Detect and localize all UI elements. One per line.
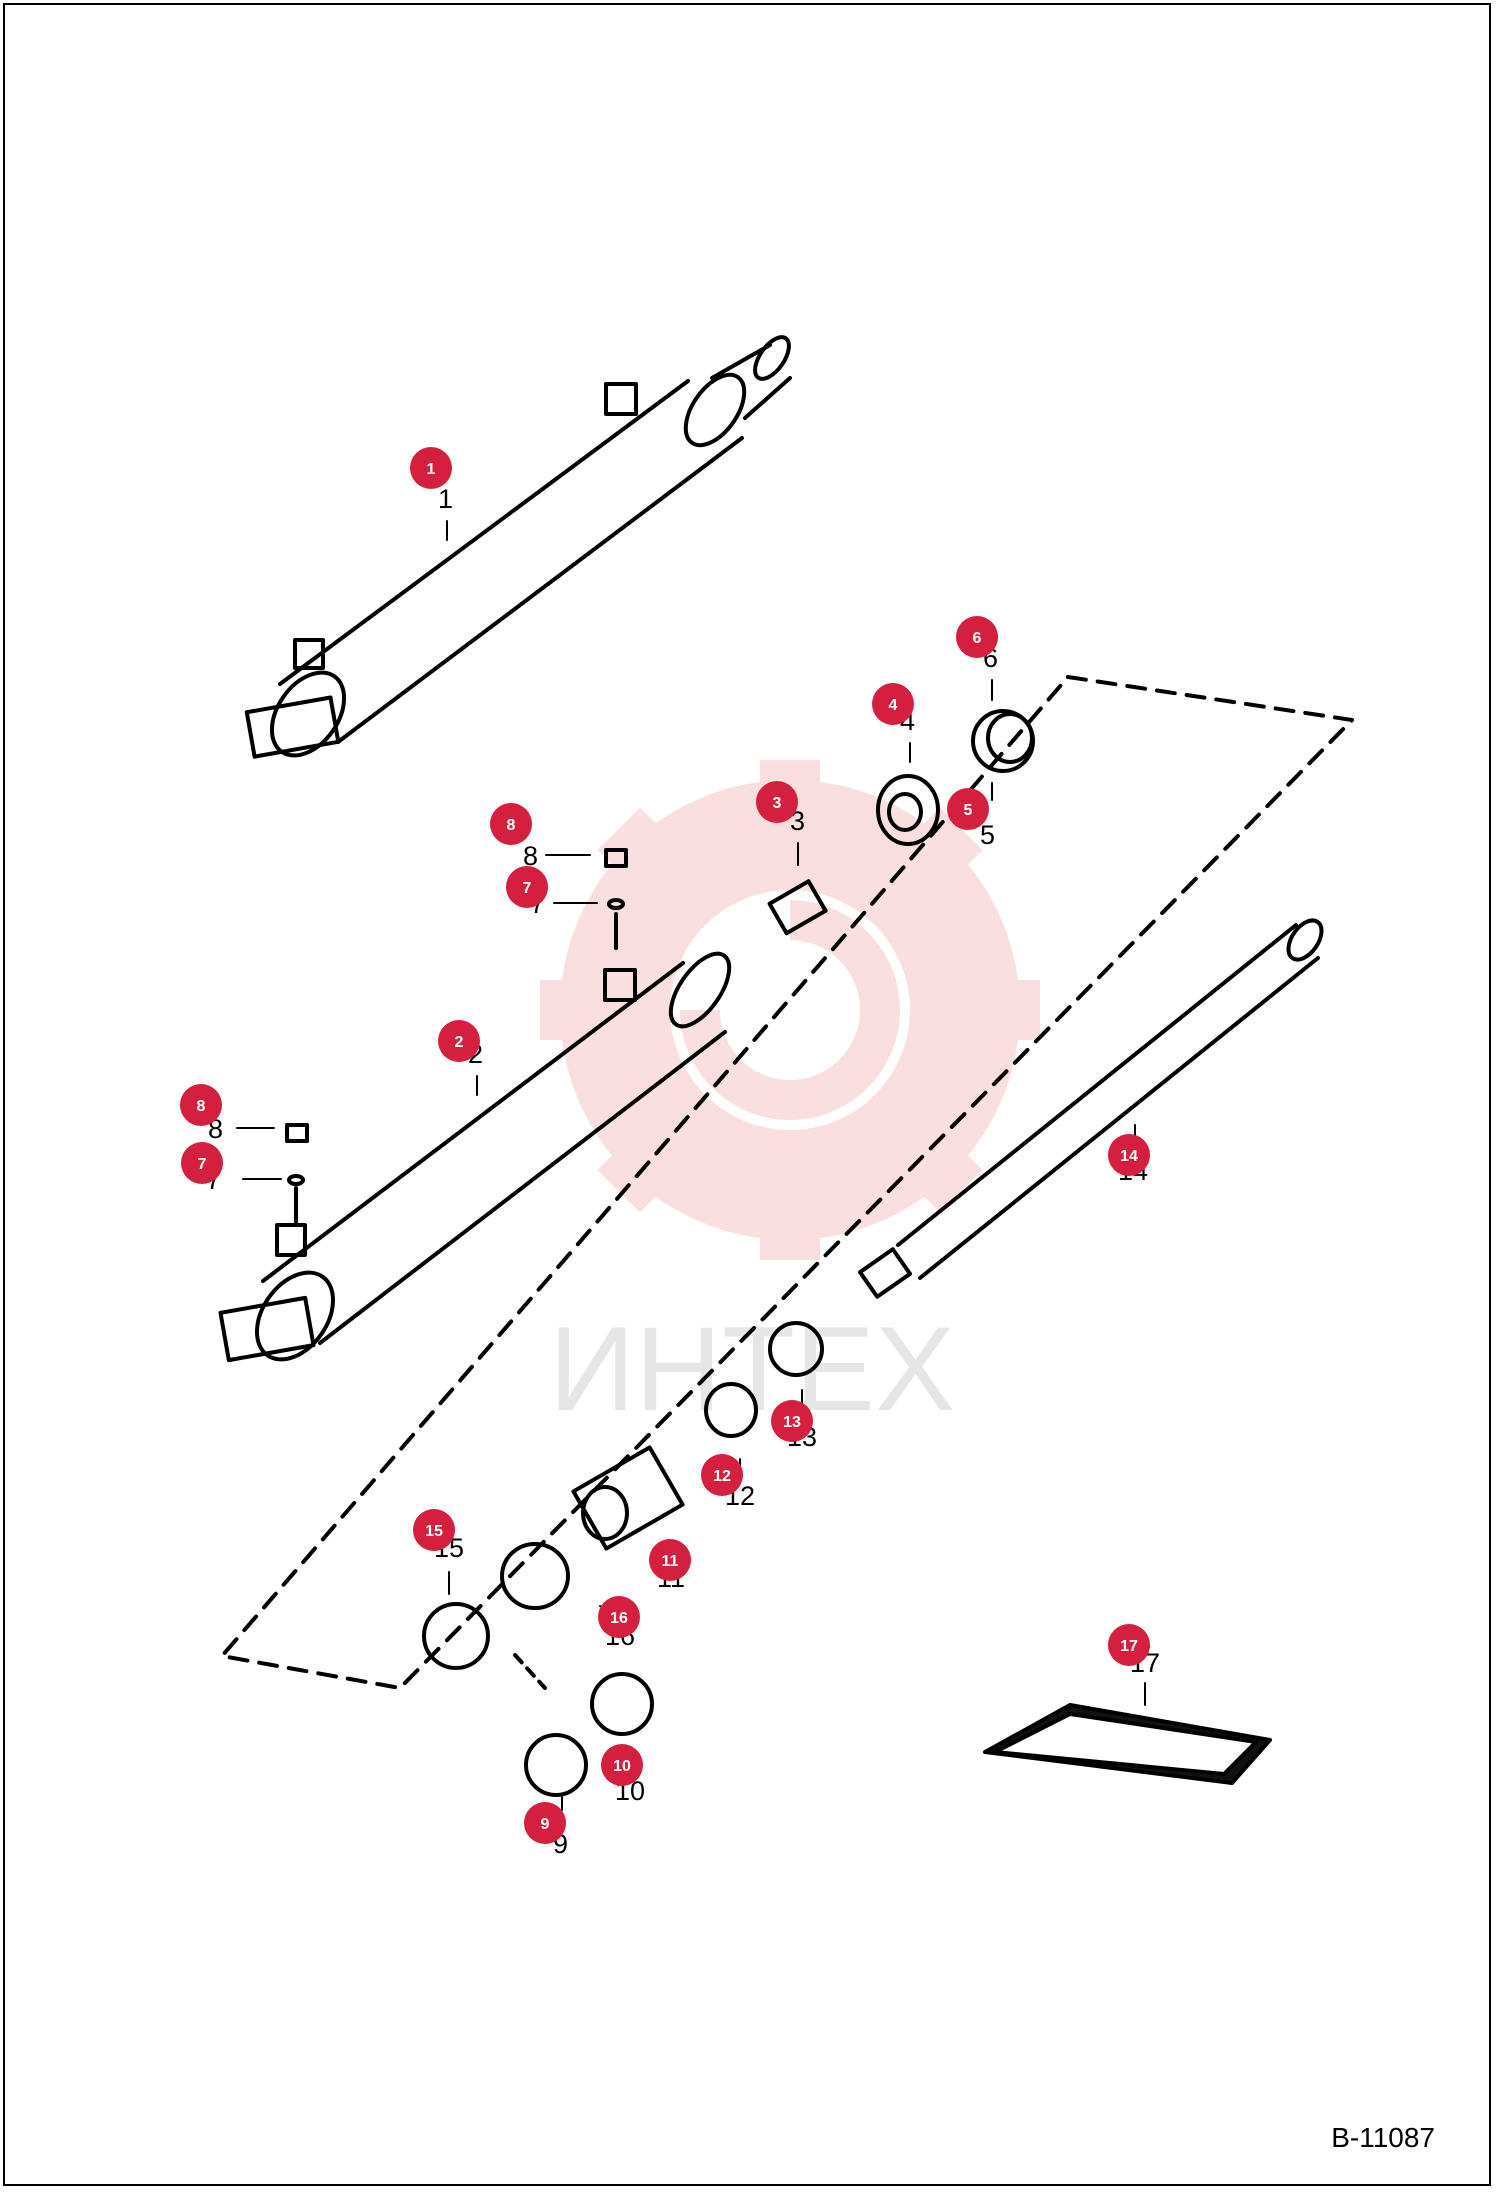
callout-15[interactable]: 15 bbox=[413, 1509, 455, 1551]
part-label-8-upper: 8 bbox=[523, 841, 538, 871]
part-label-5: 5 bbox=[980, 820, 995, 850]
callout-4[interactable]: 4 bbox=[872, 683, 914, 725]
explode-boundary bbox=[220, 675, 1354, 1690]
callout-14[interactable]: 14 bbox=[1108, 1134, 1150, 1176]
drawing-reference-number: B-11087 bbox=[1331, 2122, 1435, 2153]
svg-text:11: 11 bbox=[662, 1553, 679, 1570]
svg-text:17: 17 bbox=[1120, 1638, 1138, 1655]
callout-8-upper[interactable]: 8 bbox=[490, 803, 532, 845]
svg-text:5: 5 bbox=[964, 802, 973, 819]
callout-11[interactable]: 11 bbox=[649, 1539, 691, 1581]
callout-5[interactable]: 5 bbox=[947, 788, 989, 830]
svg-text:15: 15 bbox=[425, 1523, 443, 1540]
svg-text:16: 16 bbox=[610, 1610, 628, 1627]
callout-3[interactable]: 3 bbox=[756, 781, 798, 823]
callout-12[interactable]: 12 bbox=[701, 1454, 743, 1496]
svg-text:10: 10 bbox=[613, 1758, 631, 1775]
callout-17[interactable]: 17 bbox=[1108, 1624, 1150, 1666]
svg-text:1: 1 bbox=[427, 461, 436, 478]
svg-text:3: 3 bbox=[773, 795, 782, 812]
svg-text:12: 12 bbox=[713, 1468, 731, 1485]
svg-text:7: 7 bbox=[198, 1156, 207, 1173]
svg-text:2: 2 bbox=[455, 1034, 464, 1051]
svg-text:7: 7 bbox=[523, 880, 532, 897]
callout-1[interactable]: 1 bbox=[410, 447, 452, 489]
svg-text:8: 8 bbox=[197, 1098, 206, 1115]
callout-13[interactable]: 13 bbox=[771, 1400, 813, 1442]
seal-kit-parts bbox=[422, 1321, 824, 1797]
callout-7-lower[interactable]: 7 bbox=[181, 1142, 223, 1184]
plug-and-washer-lower bbox=[285, 1123, 309, 1224]
cylinder-barrel bbox=[218, 951, 732, 1363]
plug-and-washer-upper bbox=[604, 848, 628, 950]
drawing-frame bbox=[3, 3, 1491, 2186]
callout-16[interactable]: 16 bbox=[598, 1596, 640, 1638]
svg-text:8: 8 bbox=[507, 817, 516, 834]
cylinder-assembly bbox=[244, 335, 792, 759]
svg-text:13: 13 bbox=[783, 1414, 801, 1431]
piston-rod bbox=[858, 918, 1324, 1299]
svg-text:14: 14 bbox=[1120, 1148, 1138, 1165]
callout-6[interactable]: 6 bbox=[956, 616, 998, 658]
instruction-packet bbox=[983, 1703, 1272, 1785]
callout-7-upper[interactable]: 7 bbox=[506, 866, 548, 908]
svg-text:4: 4 bbox=[889, 697, 898, 714]
svg-text:9: 9 bbox=[541, 1816, 550, 1833]
svg-text:6: 6 bbox=[973, 630, 982, 647]
callout-10[interactable]: 10 bbox=[601, 1744, 643, 1786]
callout-badges: 1 2 3 4 5 6 7 8 7 8 9 10 11 12 13 14 15 … bbox=[180, 447, 1150, 1844]
watermark-text: ИНТЕХ bbox=[549, 1302, 955, 1436]
callout-2[interactable]: 2 bbox=[438, 1020, 480, 1062]
callout-9[interactable]: 9 bbox=[524, 1802, 566, 1844]
piston-side-parts bbox=[767, 709, 1035, 936]
part-label-1: 1 bbox=[438, 484, 453, 514]
callout-8-lower[interactable]: 8 bbox=[180, 1084, 222, 1126]
